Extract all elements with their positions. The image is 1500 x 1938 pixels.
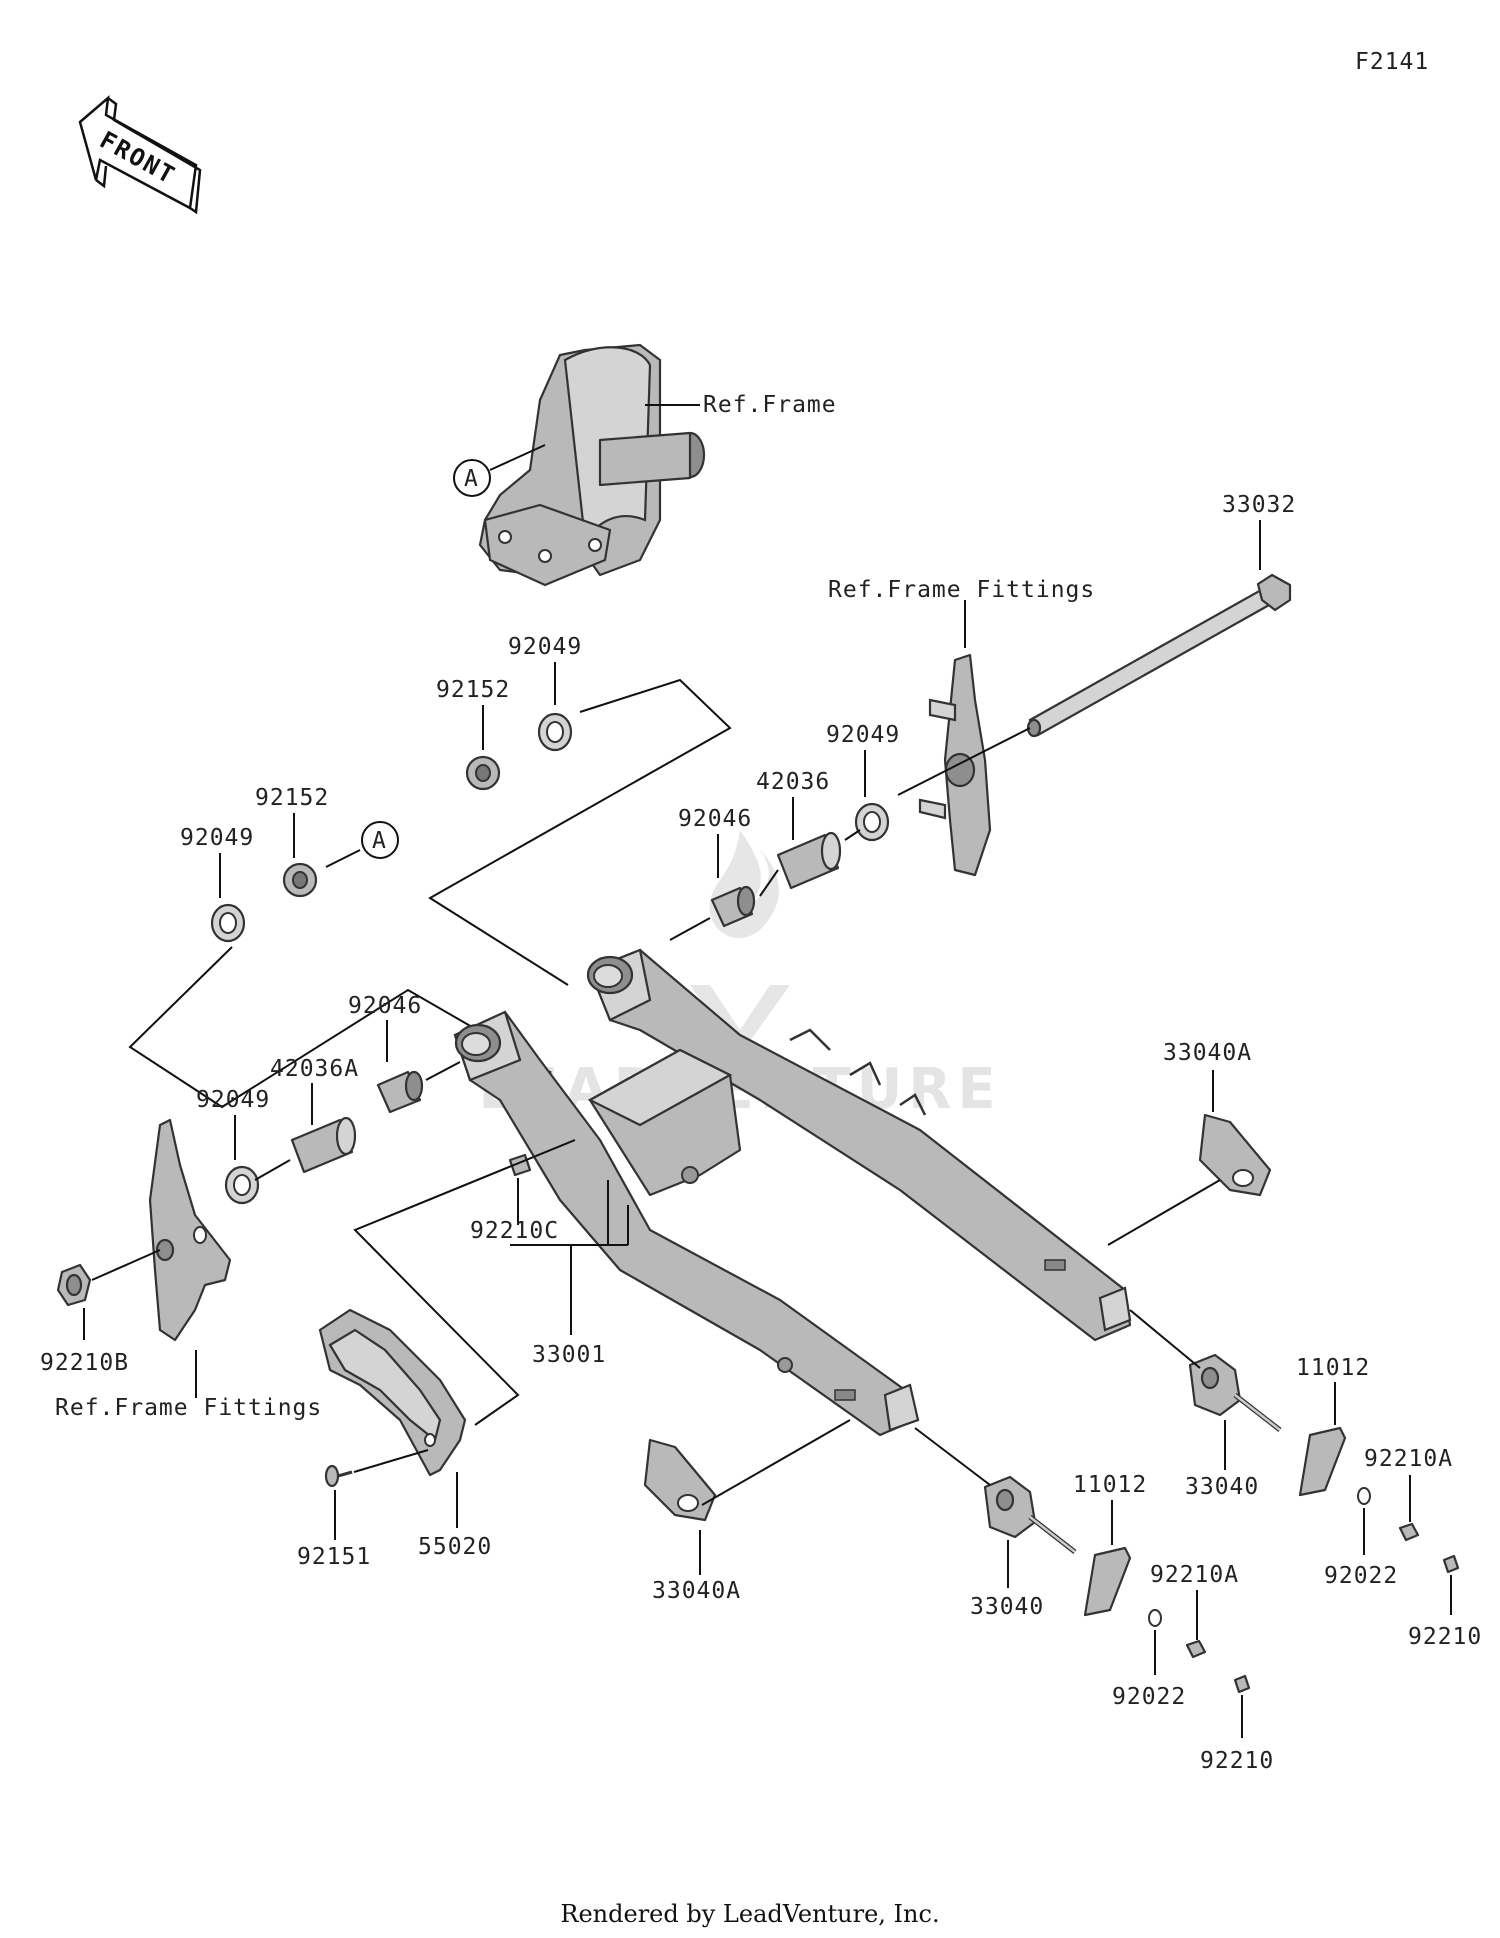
label-92151: 92151 bbox=[297, 1544, 371, 1570]
collar-42036 bbox=[776, 831, 842, 890]
label-42036a: 42036A bbox=[270, 1056, 359, 1082]
label-55020: 55020 bbox=[418, 1534, 492, 1560]
label-33040a-right: 33040A bbox=[1163, 1040, 1252, 1066]
needle-bearing-92046-left bbox=[376, 1070, 424, 1114]
label-92049-upper-left: 92049 bbox=[180, 825, 254, 851]
label-92210-left: 92210 bbox=[1200, 1748, 1274, 1774]
label-92210a-left: 92210A bbox=[1150, 1562, 1239, 1588]
label-92210b: 92210B bbox=[40, 1350, 129, 1376]
callout-a-top-label: A bbox=[464, 466, 479, 492]
footer-credit: Rendered by LeadVenture, Inc. bbox=[560, 1900, 939, 1928]
ref-frame-fittings-bottom-label: Ref.Frame Fittings bbox=[55, 1395, 322, 1421]
ref-frame-label: Ref.Frame bbox=[703, 392, 837, 418]
label-11012-right: 11012 bbox=[1296, 1355, 1370, 1381]
nut-92210-right bbox=[1442, 1554, 1460, 1574]
label-92022-right: 92022 bbox=[1324, 1563, 1398, 1589]
label-33040-right: 33040 bbox=[1185, 1474, 1259, 1500]
label-11012-left: 11012 bbox=[1073, 1472, 1147, 1498]
needle-bearing-92046-right bbox=[710, 885, 756, 928]
label-92049-right: 92049 bbox=[826, 722, 900, 748]
label-92049-lower-left: 92049 bbox=[196, 1087, 270, 1113]
diagram-code: F2141 bbox=[1355, 49, 1429, 75]
chain-adjuster-plate-33040a-bottom bbox=[643, 1438, 717, 1522]
front-arrow-icon: FRONT bbox=[78, 94, 202, 215]
bolt-92151 bbox=[324, 1464, 353, 1488]
washer-92022-right bbox=[1357, 1487, 1371, 1505]
ref-frame-fittings-top-label: Ref.Frame Fittings bbox=[828, 577, 1095, 603]
label-92210c: 92210C bbox=[470, 1218, 559, 1244]
label-33040a-bottom: 33040A bbox=[652, 1578, 741, 1604]
washer-92022-left bbox=[1148, 1609, 1162, 1627]
label-92046-left: 92046 bbox=[348, 993, 422, 1019]
ref-frame-part bbox=[478, 343, 706, 587]
nut-92210a-right bbox=[1398, 1522, 1420, 1542]
nut-92210a-left bbox=[1185, 1639, 1207, 1659]
swingarm-33001 bbox=[453, 948, 1132, 1437]
callout-a-left-label: A bbox=[372, 828, 387, 854]
chain-adjuster-plate-33040a-right bbox=[1198, 1113, 1272, 1197]
label-92210a-right: 92210A bbox=[1364, 1446, 1453, 1472]
chain-adjuster-33040-right bbox=[1188, 1353, 1282, 1432]
callout-a-top bbox=[453, 459, 491, 497]
label-92152-top: 92152 bbox=[436, 677, 510, 703]
label-33040-left: 33040 bbox=[970, 1594, 1044, 1620]
label-92046-right: 92046 bbox=[678, 806, 752, 832]
block-11012-right bbox=[1298, 1426, 1347, 1497]
frame-fittings-right bbox=[918, 653, 992, 877]
label-92210-right: 92210 bbox=[1408, 1624, 1482, 1650]
label-92022-left: 92022 bbox=[1112, 1684, 1186, 1710]
label-33032: 33032 bbox=[1222, 492, 1296, 518]
block-11012-left bbox=[1083, 1546, 1132, 1617]
label-33001: 33001 bbox=[532, 1342, 606, 1368]
callout-a-left bbox=[361, 821, 399, 859]
chain-adjuster-33040-left bbox=[983, 1475, 1077, 1554]
label-92152-left: 92152 bbox=[255, 785, 329, 811]
nut-92210-left bbox=[1233, 1674, 1251, 1694]
frame-fittings-left bbox=[148, 1118, 232, 1342]
label-92049-top: 92049 bbox=[508, 634, 582, 660]
axle-33032 bbox=[1026, 573, 1292, 738]
chain-guard-55020 bbox=[318, 1308, 467, 1477]
nut-92210b bbox=[56, 1263, 92, 1307]
collar-42036a bbox=[290, 1116, 357, 1174]
label-42036: 42036 bbox=[756, 769, 830, 795]
